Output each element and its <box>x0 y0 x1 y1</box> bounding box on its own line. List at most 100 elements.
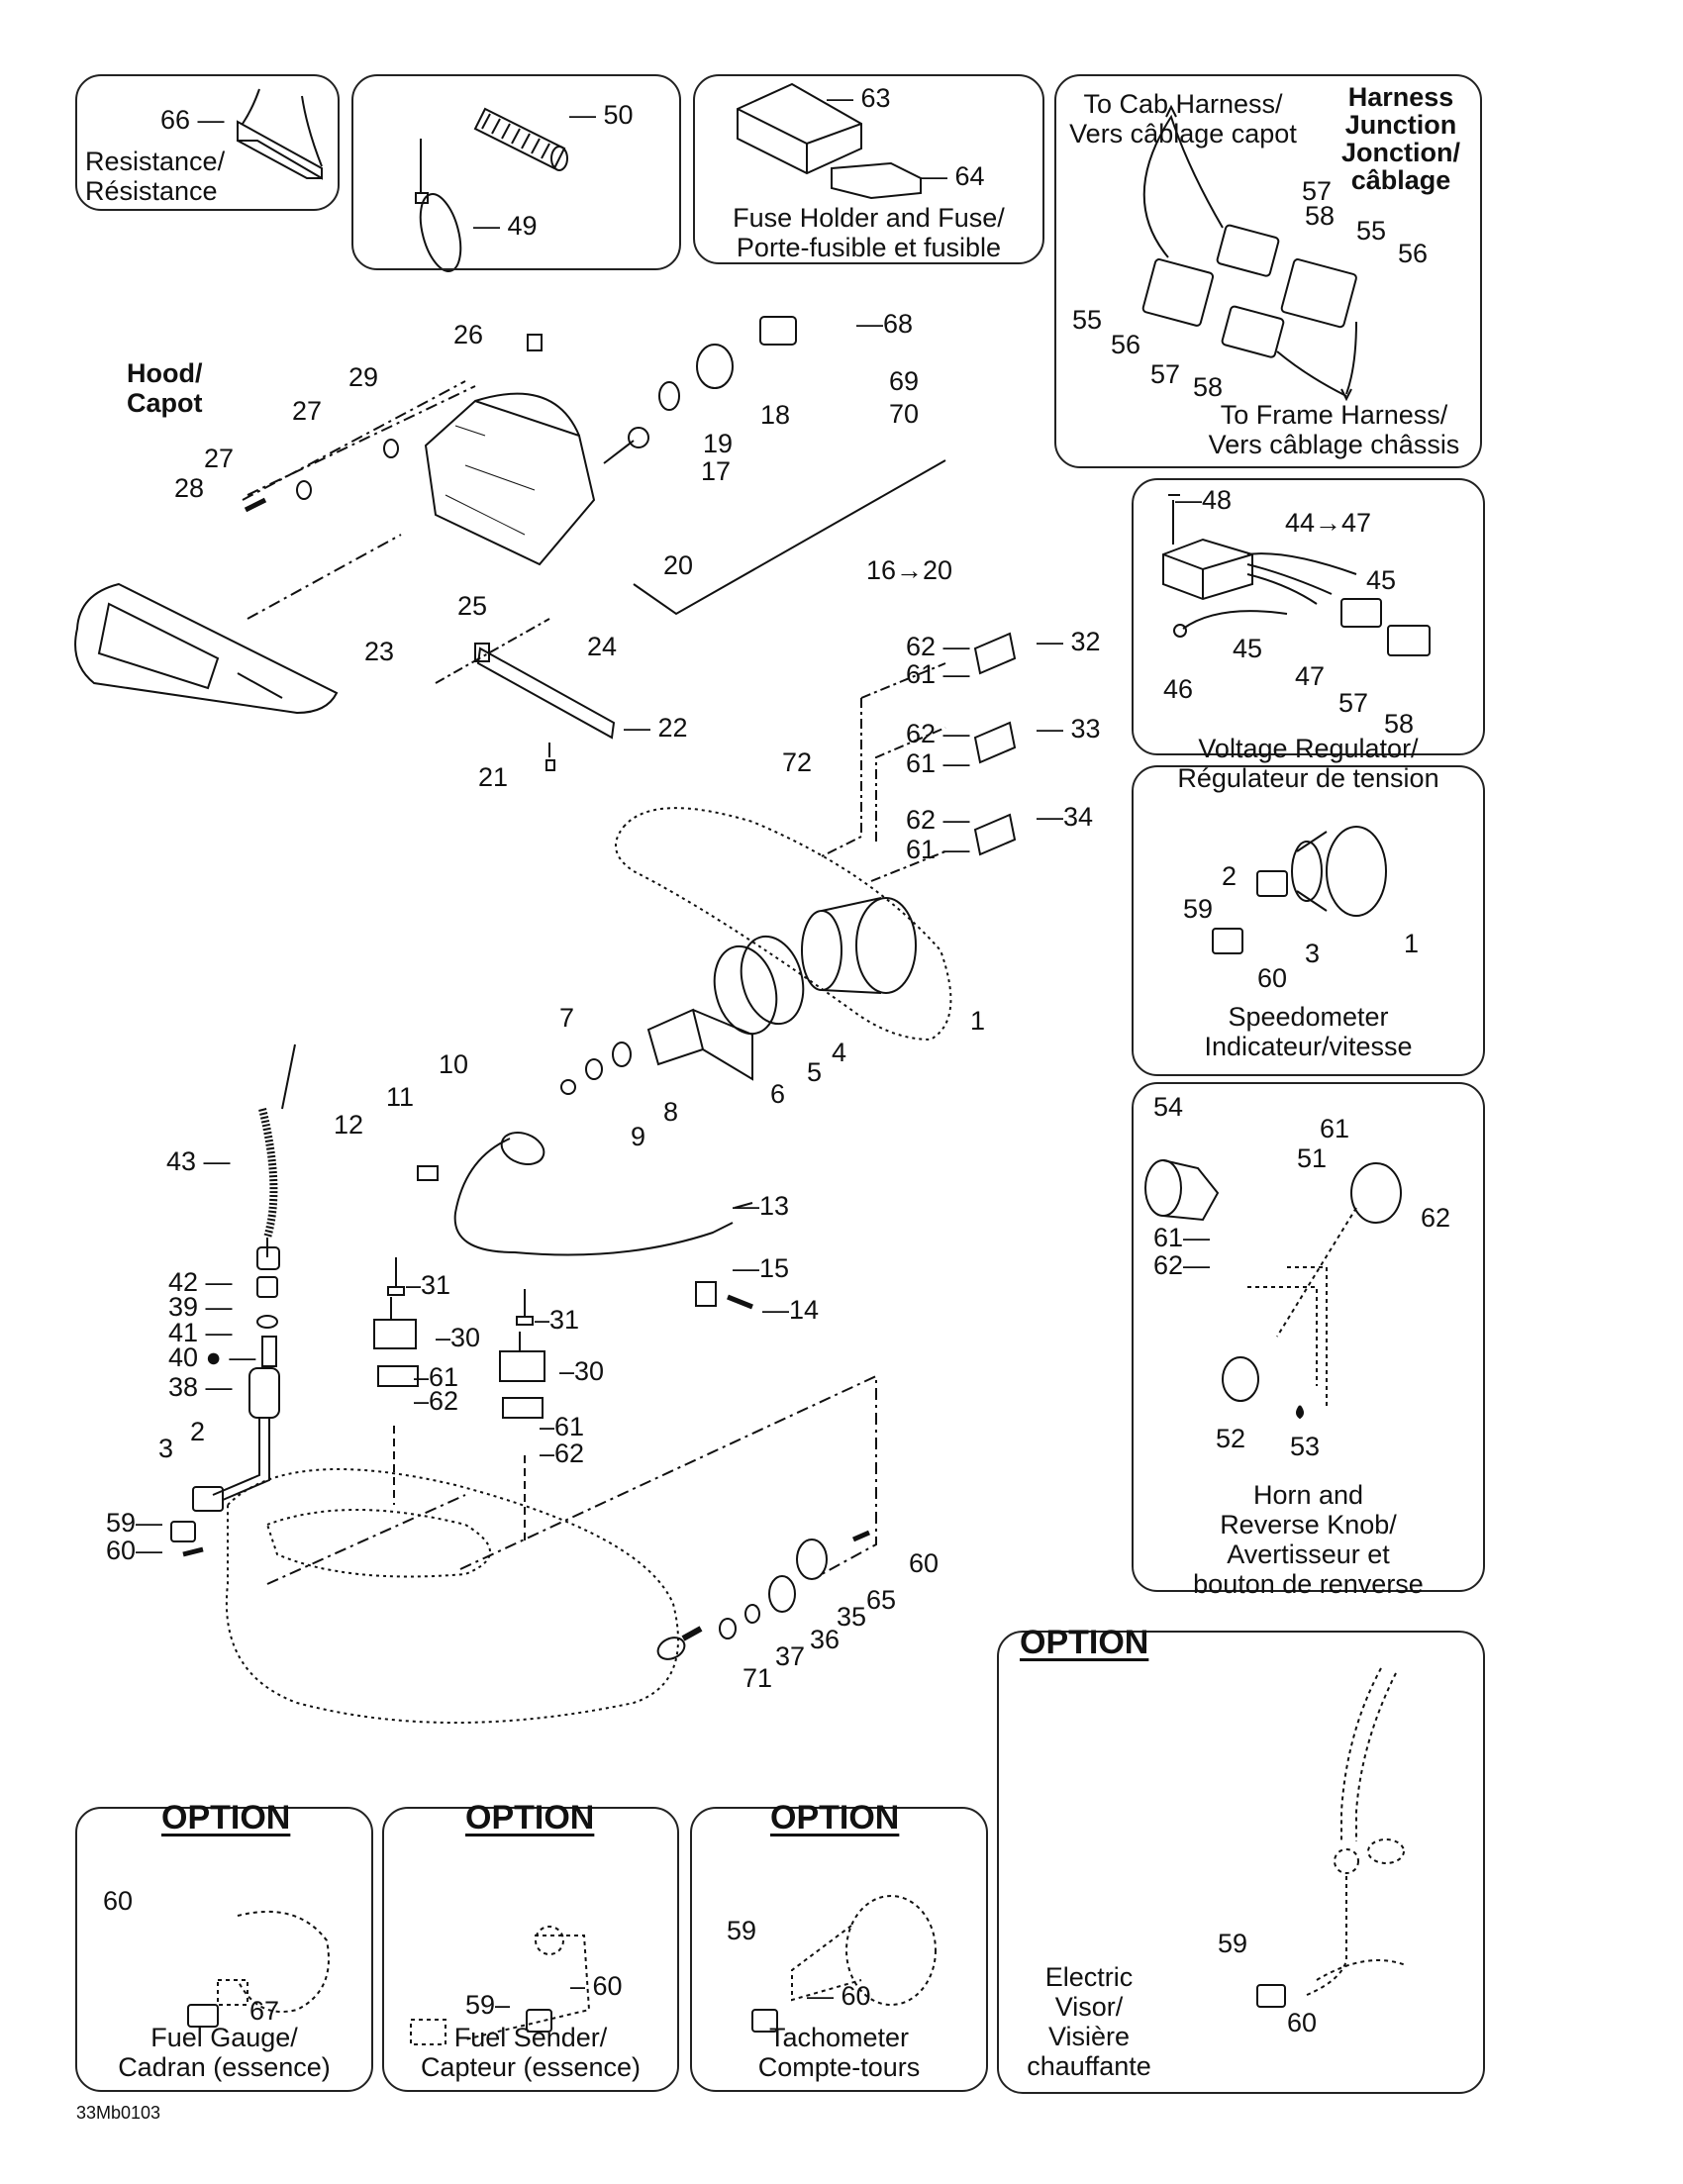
callout-11: 11 <box>386 1082 415 1112</box>
callout-61: 61— <box>1153 1223 1211 1252</box>
callout-62: 62— <box>1153 1250 1211 1280</box>
housing-59-icon <box>170 1521 196 1542</box>
toggle-switch-icon <box>373 1257 419 1505</box>
bracket-axis <box>435 618 550 684</box>
callout-19: 19 <box>703 429 734 458</box>
callout-62: –62 <box>540 1439 585 1468</box>
option-heading: OPTION <box>770 1799 900 1837</box>
screw-icon <box>244 497 267 513</box>
speedometer-gauge-icon <box>1212 826 1387 954</box>
console-outline <box>225 1468 679 1724</box>
callout-58: 58 <box>1193 372 1224 402</box>
callout-61: 61 — <box>906 748 970 778</box>
callout-61: 61 <box>1320 1114 1350 1143</box>
callout-2: 2 <box>1222 861 1238 891</box>
rubber-boot-icon <box>696 344 734 389</box>
title-line: Jonction/ <box>1341 138 1460 167</box>
lock-washer-icon <box>585 1058 603 1080</box>
gauge-bracket-icon <box>646 1008 753 1081</box>
caption-line: Visière <box>1047 2022 1131 2051</box>
callout-42: 42 — <box>168 1267 233 1297</box>
harness-junction-title: Harness Junction Jonction/ câblage <box>1327 83 1475 194</box>
callout-59: 59— <box>106 1508 163 1538</box>
option-heading: OPTION <box>161 1799 291 1837</box>
option-heading: OPTION <box>465 1799 595 1837</box>
option-heading: OPTION <box>1020 1624 1149 1661</box>
callout-48: —48 <box>1175 485 1233 515</box>
rocker-switch-icon <box>973 813 1017 856</box>
callout-45: 45 <box>1366 565 1397 595</box>
callout-18: 18 <box>760 400 791 430</box>
callout-16-20: 16→20 <box>866 555 953 585</box>
callout-60: 60 <box>909 1548 940 1578</box>
caption-line: Reverse Knob/ <box>1220 1510 1397 1539</box>
callout-52: 52 <box>1216 1424 1246 1453</box>
tachometer-connector-icon <box>751 2009 778 2033</box>
fuel-sender-box <box>382 1807 679 2092</box>
electric-visor-box <box>997 1631 1485 2094</box>
callout-53: 53 <box>1290 1432 1321 1461</box>
hood-shell-icon <box>74 582 339 715</box>
callout-1: 1 <box>1404 929 1420 958</box>
title-line: câblage <box>1350 165 1451 195</box>
callout-29: 29 <box>348 362 379 392</box>
callout-60: 60 <box>1257 963 1288 993</box>
horn-caption: Horn and Reverse Knob/ Avertisseur et bo… <box>1132 1480 1485 1599</box>
tether-axis <box>266 1494 466 1585</box>
heated-visor-cord-icon <box>1306 1667 1407 1996</box>
caption-line: Fuse Holder and Fuse/ <box>733 203 1005 233</box>
fuel-gauge-caption: Fuel Gauge/ Cadran (essence) <box>75 2023 373 2082</box>
callout-45: 45 <box>1233 634 1263 663</box>
fuel-sender-caption: Fuel Sender/ Capteur (essence) <box>382 2023 679 2082</box>
fuel-gauge-box <box>75 1807 373 2092</box>
caption-line: Speedometer <box>1228 1002 1389 1032</box>
caption-line: Capteur (essence) <box>420 2052 642 2082</box>
caption-line: Compte-tours <box>757 2052 921 2082</box>
callout-60: 60— <box>106 1536 163 1565</box>
callout-14: —14 <box>762 1295 820 1325</box>
to-frame-harness-label: To Frame Harness/ Vers câblage châssis <box>1188 400 1480 459</box>
caption-line: Visor/ <box>1054 1992 1124 2022</box>
fuel-gauge-connector-icon <box>187 2004 219 2028</box>
callout-47: 47 <box>1295 661 1326 691</box>
washer-icon <box>296 480 312 500</box>
callout-51: 51 <box>1297 1143 1328 1173</box>
callout-3: 3 <box>1305 939 1321 968</box>
callout-62: 62 — <box>906 719 970 748</box>
callout-1: 1 <box>970 1006 986 1036</box>
callout-33: — 33 <box>1037 714 1101 744</box>
callout-4: 4 <box>832 1038 847 1067</box>
callout-31: –31 <box>535 1305 580 1335</box>
document-code: 33Mb0103 <box>76 2103 161 2123</box>
fuse-caption: Fuse Holder and Fuse/ Porte-fusible et f… <box>693 203 1044 262</box>
headlight-connector-icon <box>759 316 797 346</box>
clip-icon <box>527 334 543 351</box>
console-inner-outline <box>265 1509 491 1578</box>
voltage-regulator-icon <box>1162 494 1431 656</box>
title-line: Junction <box>1344 110 1457 140</box>
callout-25: 25 <box>457 591 488 621</box>
callout-32: — 32 <box>1037 627 1101 656</box>
ignition-key-icon <box>656 1626 703 1660</box>
caption-line: Voltage Regulator/ <box>1198 734 1419 763</box>
corrugated-tube-icon <box>473 107 568 171</box>
callout-58: 58 <box>1305 201 1336 231</box>
callout-57: 57 <box>1150 359 1181 389</box>
callout-6: 6 <box>770 1079 786 1109</box>
callout-24: 24 <box>587 632 618 661</box>
callout-20: 20 <box>663 550 694 580</box>
caption-line: Porte-fusible et fusible <box>736 233 1002 262</box>
callout-12: 12 <box>334 1110 364 1140</box>
callout-46: 46 <box>1163 674 1194 704</box>
switch-axis <box>821 662 946 857</box>
callout-58: 58 <box>1384 709 1415 739</box>
callout-49: — 49 <box>473 211 538 241</box>
tachometer-box <box>690 1807 988 2092</box>
speedometer-caption: Speedometer Indicateur/vitesse <box>1132 1002 1485 1061</box>
callout-59: 59 <box>727 1916 757 1945</box>
title-line: Harness <box>1347 82 1454 112</box>
hood-axis <box>247 534 402 620</box>
callout-28: 28 <box>174 473 205 503</box>
callout-5: 5 <box>807 1057 823 1087</box>
